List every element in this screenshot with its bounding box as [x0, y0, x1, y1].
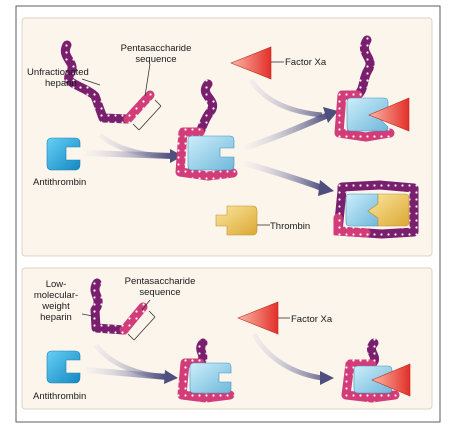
unfractionated-heparin-chain: [60, 40, 155, 124]
lmw-arrow-to-final-head: [320, 371, 334, 385]
arrow-heparin-to-complex: [98, 133, 173, 159]
lmw-arrow-xa-join: [251, 332, 323, 381]
lmw-xa-inhibited-complex: [340, 338, 411, 403]
lmw-heparin-label-line1: Low-: [46, 279, 67, 290]
lmw-factor-xa-label: Factor Xa: [291, 314, 333, 325]
lmw-heparin-leader: [81, 313, 94, 317]
arrow-to-complex-head: [170, 149, 183, 163]
pentasaccharide-label-line1: Pentasaccharide: [121, 43, 192, 54]
arrow-to-thrombin-complex-head: [318, 180, 334, 196]
lmw-arrow-heparin-to-complex: [93, 343, 166, 380]
thrombin-inhibited-complex: [333, 180, 419, 239]
antithrombin-label: Antithrombin: [33, 177, 86, 188]
lmw-heparin-label-line3: weight: [41, 301, 70, 312]
lmw-pentasaccharide-bracket: [127, 310, 156, 341]
factor-xa-bound: [368, 97, 410, 132]
arrow-xa-join: [248, 78, 323, 118]
antithrombin-shape: [46, 137, 81, 171]
unfractionated-heparin-label-line2: heparin: [45, 78, 77, 89]
pentasaccharide-label-line2: sequence: [135, 54, 176, 65]
lmw-heparin-chain: [90, 278, 148, 335]
lmw-antithrombin-label: Antithrombin: [33, 391, 86, 402]
heparin-antithrombin-complex: [175, 79, 238, 181]
xa-inhibited-complex: [334, 35, 410, 142]
bottom-panel: Pentasaccharide sequence Low- molecular-…: [21, 267, 433, 410]
arrow-to-xa-complex: [243, 112, 330, 151]
factor-xa-shape: [230, 46, 272, 80]
lmw-factor-xa-bound: [371, 363, 411, 397]
lmw-arrow-to-complex-head: [164, 370, 178, 384]
lmw-heparin-label-line2: molecular-: [34, 290, 78, 301]
thrombin-shape: [215, 205, 258, 236]
pentasaccharide-leader: [144, 63, 151, 97]
lmw-antithrombin-shape: [46, 350, 81, 384]
pentasaccharide-bracket: [132, 99, 162, 131]
factor-xa-label: Factor Xa: [285, 57, 327, 68]
unfractionated-heparin-label-line1: Unfractionated: [27, 67, 89, 78]
arrow-to-thrombin-complex: [243, 160, 324, 191]
arrow-to-xa-complex-head: [323, 107, 338, 123]
heparin-leader: [81, 78, 101, 86]
top-panel: Pentasaccharide sequence Unfractionated …: [21, 17, 433, 257]
lmw-heparin-antithrombin-complex: [177, 338, 235, 403]
lmw-heparin-label-line4: heparin: [40, 312, 72, 323]
lmw-pentasaccharide-leader: [141, 299, 151, 311]
lmw-pentasaccharide-label-line1: Pentasaccharide: [125, 276, 196, 287]
thrombin-label: Thrombin: [270, 221, 310, 232]
thrombin-bound: [367, 193, 410, 227]
lmw-pentasaccharide-label-line2: sequence: [139, 287, 180, 298]
